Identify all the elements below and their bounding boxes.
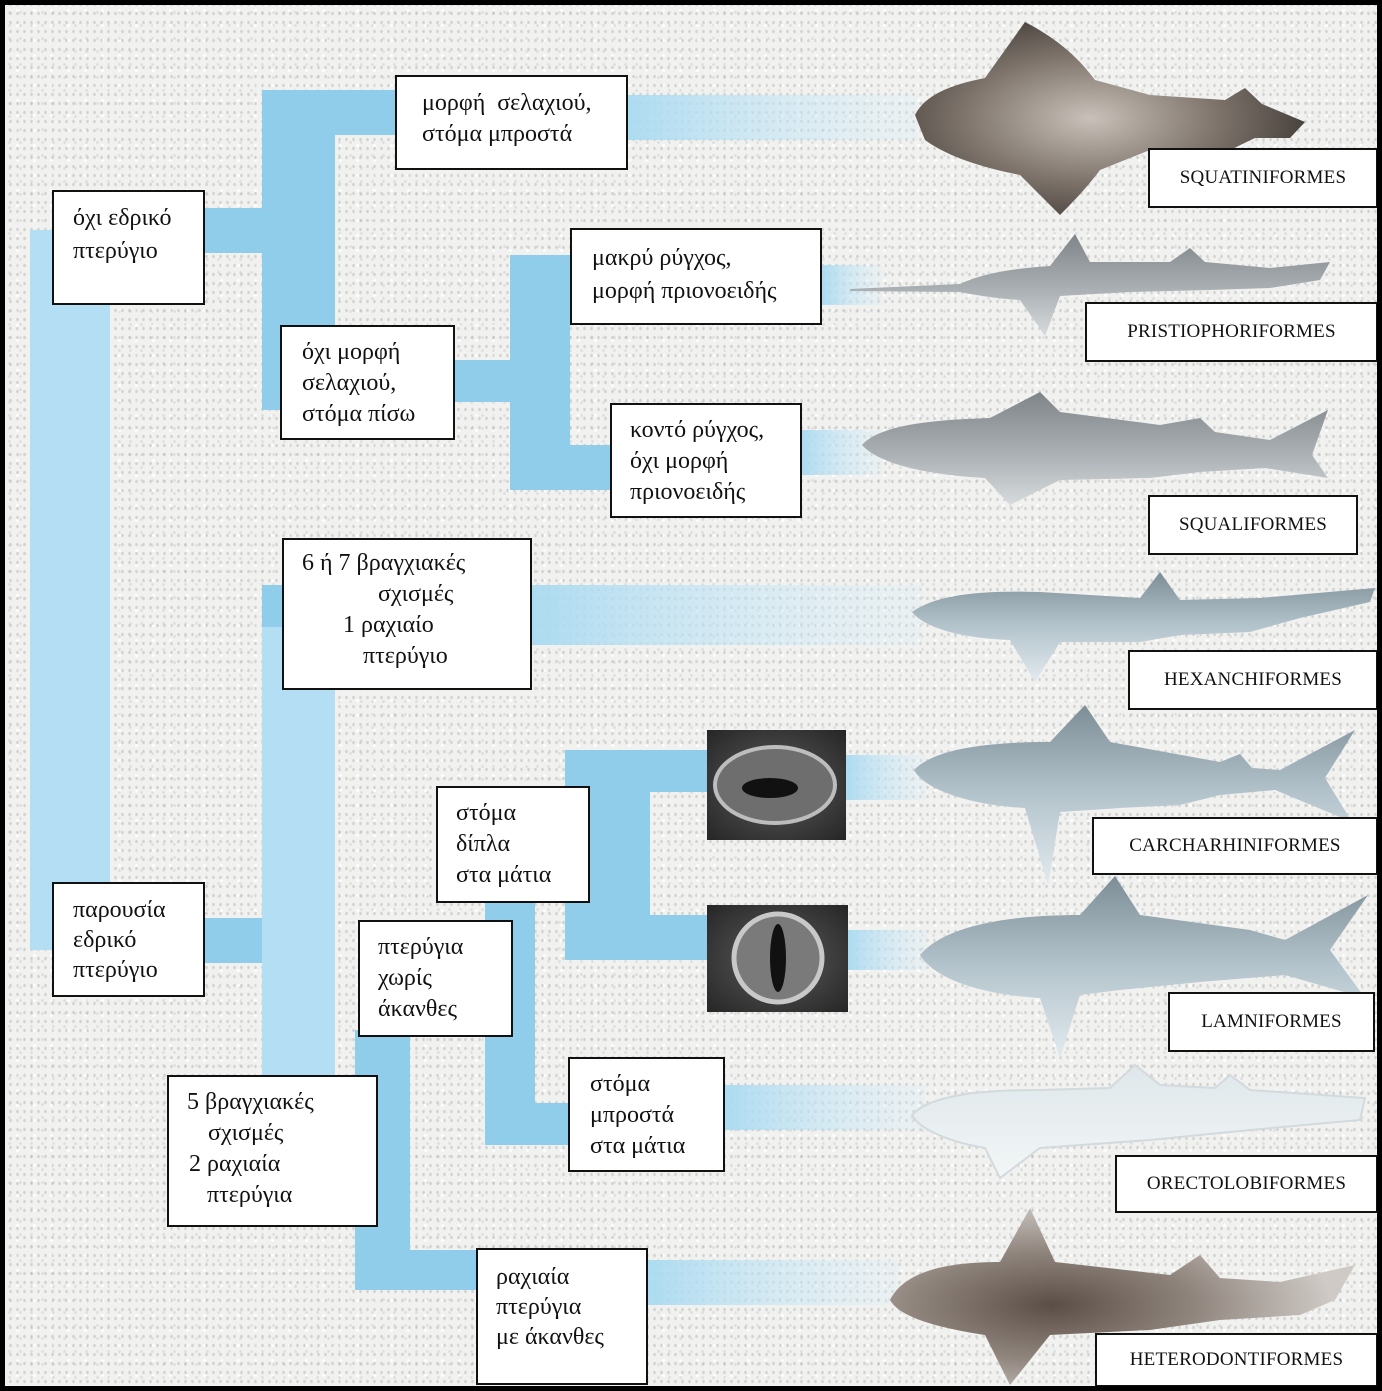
trait-line: πτερύγια: [187, 1180, 376, 1211]
trait-line: πτερύγιο: [73, 235, 203, 268]
order-label-lamniformes: LAMNIFORMES: [1168, 992, 1375, 1052]
trait-box-short-snout: κοντό ρύγχος, όχι μορφή πριονοειδής: [610, 403, 802, 518]
trait-box-long-snout: μακρύ ρύγχος, μορφή πριονοειδής: [570, 228, 822, 325]
trait-line: σελαχιού,: [302, 368, 453, 399]
trait-line: στόμα πίσω: [302, 399, 453, 430]
trait-line: κοντό ρύγχος,: [630, 415, 800, 446]
trait-line: 5 βραγχιακές: [187, 1087, 376, 1118]
lamniformes-eye-photo: [707, 905, 848, 1012]
trait-line: μορφή πριονοειδής: [592, 275, 820, 308]
trait-line: εδρικό: [73, 925, 203, 955]
trait-box-mouth-beside-eyes: στόμα δίπλα στα μάτια: [436, 786, 590, 903]
trait-box-five-gills: 5 βραγχιακές σχισμές 2 ραχιαία πτερύγια: [167, 1075, 378, 1227]
trait-line: άκανθες: [378, 994, 511, 1025]
trait-line: παρουσία: [73, 895, 203, 925]
branch-to-mouth-front: [485, 1103, 573, 1145]
trait-line: σχισμές: [302, 579, 530, 610]
trait-box-no-anal-fin: όχι εδρικό πτερύγιο: [52, 190, 205, 305]
branch-fade-pristiophoriformes: [822, 265, 882, 305]
order-label-squaliformes: SQUALIFORMES: [1148, 495, 1358, 555]
order-label-heterodontiformes: HETERODONTIFORMES: [1095, 1333, 1378, 1387]
trait-line: όχι εδρικό: [73, 202, 203, 235]
trait-line: πτερύγια: [496, 1292, 646, 1322]
order-label-squatiniformes: SQUATINIFORMES: [1148, 148, 1378, 208]
trait-line: 2 ραχιαία: [187, 1149, 376, 1180]
order-label-orectolobiformes: ORECTOLOBIFORMES: [1115, 1155, 1378, 1213]
branch-fade-carcharhiniformes: [846, 755, 926, 800]
branch-fade-heterodontiformes: [648, 1260, 898, 1305]
trait-line: πτερύγια: [378, 932, 511, 963]
trait-line: στα μάτια: [456, 860, 588, 891]
branch-fade-squaliformes: [802, 430, 882, 475]
trait-box-six-seven-gills: 6 ή 7 βραγχιακές σχισμές 1 ραχιαίο πτερύ…: [282, 538, 532, 690]
carcharhiniformes-eye-photo: [707, 730, 846, 840]
trait-line: με άκανθες: [496, 1322, 646, 1352]
trait-box-mouth-front-of-eyes: στόμα μπροστά στα μάτια: [568, 1057, 725, 1172]
trait-box-anal-fin-present: παρουσία εδρικό πτερύγιο: [52, 882, 205, 997]
branch-to-spined-dorsal: [355, 1250, 480, 1290]
trait-line: στόμα μπροστά: [422, 119, 626, 150]
trait-line: πριονοειδής: [630, 477, 800, 508]
squaliformes-shark-illustration: [862, 392, 1328, 505]
branch-anal-fin-present: [200, 918, 270, 963]
branch-fade-orectolobiformes: [725, 1085, 925, 1130]
trait-line: στα μάτια: [590, 1131, 723, 1162]
branch-to-ray-form: [262, 90, 402, 135]
branch-not-ray-form: [450, 360, 520, 402]
branch-to-eye-lamniformes: [585, 915, 710, 960]
trait-line: στόμα: [590, 1069, 723, 1100]
branch-to-short-snout: [510, 445, 615, 490]
order-label-hexanchiformes: HEXANCHIFORMES: [1128, 650, 1378, 710]
trait-line: όχι μορφή: [630, 446, 800, 477]
trait-line: 6 ή 7 βραγχιακές: [302, 548, 530, 579]
trait-line: μακρύ ρύγχος,: [592, 242, 820, 275]
trait-line: όχι μορφή: [302, 337, 453, 368]
trait-line: στόμα: [456, 798, 588, 829]
trait-box-ray-form: μορφή σελαχιού, στόμα μπροστά: [395, 75, 628, 170]
branch-fade-squatiniformes: [628, 95, 918, 140]
trait-line: δίπλα: [456, 829, 588, 860]
trait-box-spined-dorsal-fins: ραχιαία πτερύγια με άκανθες: [476, 1248, 648, 1385]
trait-line: μορφή σελαχιού,: [422, 88, 626, 119]
trait-box-fins-without-spines: πτερύγια χωρίς άκανθες: [358, 920, 513, 1037]
trait-line: πτερύγιο: [302, 641, 530, 672]
branch-to-long-snout: [510, 255, 575, 300]
trait-line: σχισμές: [187, 1118, 376, 1149]
branch-fade-hexanchiformes: [532, 585, 922, 645]
branch-fade-lamniformes: [848, 930, 928, 970]
order-label-carcharhiniformes: CARCHARHINIFORMES: [1092, 817, 1378, 875]
trait-line: χωρίς: [378, 963, 511, 994]
trait-line: πτερύγιο: [73, 955, 203, 985]
trait-line: 1 ραχιαίο: [302, 610, 530, 641]
order-label-pristiophoriformes: PRISTIOPHORIFORMES: [1085, 302, 1378, 362]
trait-line: ραχιαία: [496, 1262, 646, 1292]
trait-line: μπροστά: [590, 1100, 723, 1131]
trait-box-not-ray-form: όχι μορφή σελαχιού, στόμα πίσω: [280, 325, 455, 440]
branch-root-trunk: [30, 230, 110, 950]
